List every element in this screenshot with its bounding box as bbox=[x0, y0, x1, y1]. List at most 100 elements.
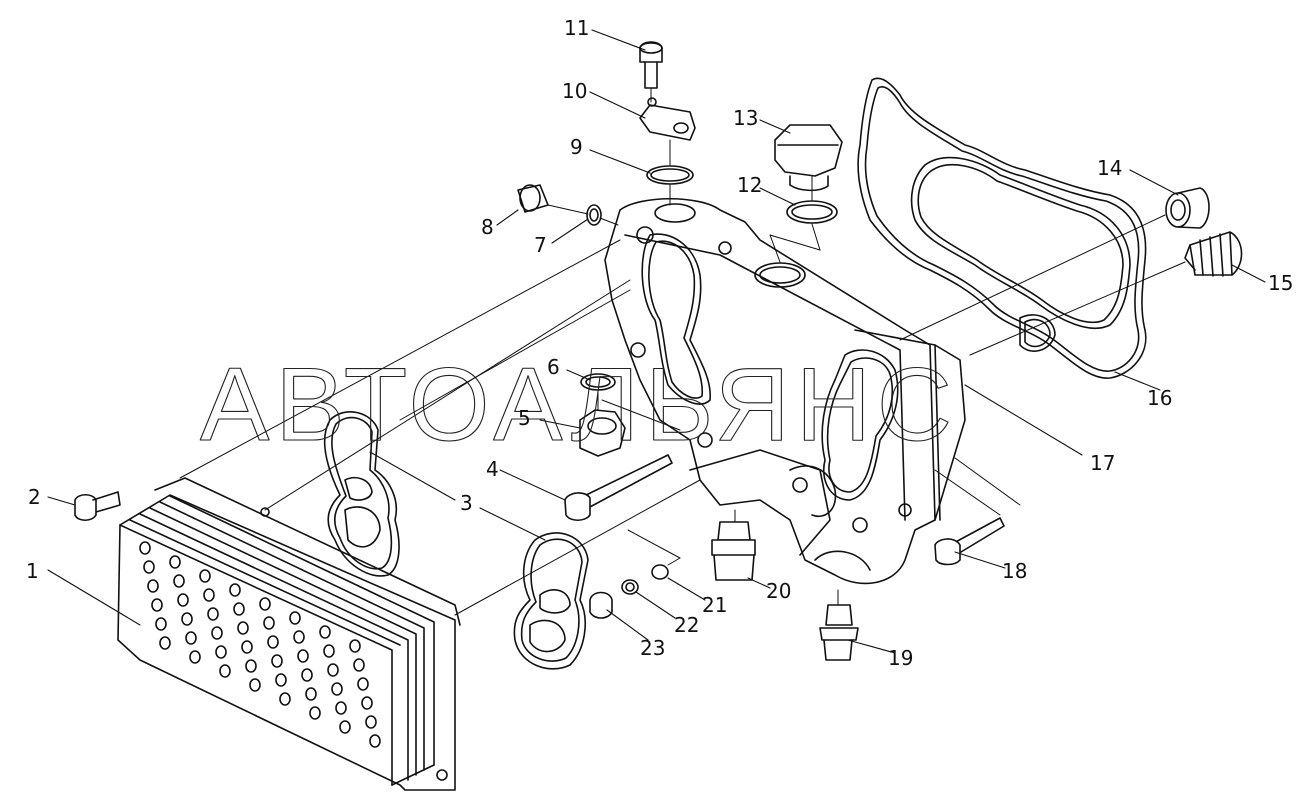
cooler-hole bbox=[301, 668, 313, 682]
cooler-hole bbox=[203, 588, 215, 602]
part-label-3-upper: 3 bbox=[460, 491, 473, 515]
cooler-hole bbox=[249, 678, 261, 692]
part-label-7: 7 bbox=[534, 233, 547, 257]
cooler-hole bbox=[279, 692, 291, 706]
cooler-hole bbox=[323, 644, 335, 658]
part-label-19: 19 bbox=[888, 646, 913, 670]
bolt-11 bbox=[639, 41, 663, 89]
bolt-2 bbox=[74, 491, 121, 522]
sensor-15 bbox=[1184, 231, 1243, 277]
part-label-10: 10 bbox=[562, 79, 587, 103]
watermark-text: АВТОАЛЬЯНС bbox=[200, 347, 958, 463]
cooler-hole bbox=[155, 617, 167, 631]
part-label-11: 11 bbox=[564, 16, 589, 40]
plug-14 bbox=[1165, 187, 1210, 229]
cooler-hole bbox=[369, 734, 381, 748]
cooler-hole bbox=[339, 720, 351, 734]
cooler-hole bbox=[177, 593, 189, 607]
part-labels: 1 2 3 3 4 5 6 7 8 9 10 11 12 13 14 15 16… bbox=[26, 16, 1293, 670]
part-label-9: 9 bbox=[570, 135, 583, 159]
cooler-hole bbox=[229, 583, 241, 597]
fitting-19 bbox=[819, 604, 859, 661]
assembly-lines bbox=[179, 87, 1186, 616]
cooler-hole bbox=[293, 630, 305, 644]
gasket-upper bbox=[323, 411, 400, 577]
cooler-hole bbox=[331, 682, 343, 696]
part-label-4: 4 bbox=[486, 457, 499, 481]
filter-housing bbox=[604, 198, 966, 585]
part-label-8: 8 bbox=[481, 215, 494, 239]
cooler-hole bbox=[275, 673, 287, 687]
part-label-23: 23 bbox=[640, 636, 665, 660]
cooler-hole bbox=[173, 574, 185, 588]
part-label-20: 20 bbox=[766, 579, 791, 603]
part-label-5: 5 bbox=[518, 406, 531, 430]
part-label-16: 16 bbox=[1147, 386, 1172, 410]
cooler-hole bbox=[159, 636, 171, 650]
cooler-hole bbox=[349, 639, 361, 653]
part-label-1: 1 bbox=[26, 559, 39, 583]
part-label-14: 14 bbox=[1097, 156, 1122, 180]
cooler-hole bbox=[357, 677, 369, 691]
part-label-21: 21 bbox=[702, 593, 727, 617]
cooler-holes bbox=[139, 541, 381, 748]
cooler-hole bbox=[353, 658, 365, 672]
cooler-hole bbox=[219, 664, 231, 678]
part-label-18: 18 bbox=[1002, 559, 1027, 583]
cooler-hole bbox=[361, 696, 373, 710]
part-label-6: 6 bbox=[547, 355, 560, 379]
bolt-4 bbox=[564, 454, 673, 522]
cover-gasket-inner bbox=[910, 156, 1131, 352]
bracket-10 bbox=[639, 97, 696, 141]
washer-22 bbox=[621, 579, 639, 595]
oil-cooler bbox=[117, 477, 461, 791]
cooler-hole bbox=[143, 560, 155, 574]
washer-6 bbox=[580, 373, 616, 391]
cooler-hole bbox=[169, 555, 181, 569]
part-label-2: 2 bbox=[28, 485, 41, 509]
cooler-hole bbox=[147, 579, 159, 593]
o-ring-12 bbox=[786, 200, 838, 224]
cooler-hole bbox=[245, 659, 257, 673]
cooler-hole bbox=[185, 631, 197, 645]
cooler-hole bbox=[289, 611, 301, 625]
part-label-12: 12 bbox=[737, 173, 762, 197]
cooler-hole bbox=[365, 715, 377, 729]
cooler-hole bbox=[211, 626, 223, 640]
cooler-hole bbox=[233, 602, 245, 616]
cooler-hole bbox=[151, 598, 163, 612]
part-label-15: 15 bbox=[1268, 271, 1293, 295]
cooler-hole bbox=[263, 616, 275, 630]
cooler-hole bbox=[181, 612, 193, 626]
plug-23 bbox=[589, 591, 613, 619]
cooler-hole bbox=[189, 650, 201, 664]
fitting-20 bbox=[711, 521, 756, 581]
cooler-hole bbox=[309, 706, 321, 720]
leader-lines bbox=[47, 29, 1266, 654]
cooler-hole bbox=[215, 645, 227, 659]
cooler-hole bbox=[237, 621, 249, 635]
cooler-hole bbox=[207, 607, 219, 621]
cooler-hole bbox=[199, 569, 211, 583]
part-label-22: 22 bbox=[674, 613, 699, 637]
cooler-hole bbox=[267, 635, 279, 649]
gasket-lower bbox=[513, 532, 589, 670]
cover-gasket-outer bbox=[857, 77, 1147, 379]
cooler-hole bbox=[259, 597, 271, 611]
cooler-hole bbox=[297, 649, 309, 663]
cooler-hole bbox=[305, 687, 317, 701]
cooler-hole bbox=[241, 640, 253, 654]
cooler-hole bbox=[335, 701, 347, 715]
cooler-hole bbox=[319, 625, 331, 639]
plug-8 bbox=[517, 184, 549, 213]
sleeve-21 bbox=[651, 564, 669, 580]
o-ring-9 bbox=[646, 165, 694, 185]
cap-13 bbox=[774, 124, 843, 192]
washer-7 bbox=[586, 204, 602, 226]
cooler-hole bbox=[327, 663, 339, 677]
bolt-18 bbox=[934, 517, 1005, 566]
part-label-17: 17 bbox=[1090, 451, 1115, 475]
part-label-13: 13 bbox=[733, 106, 758, 130]
